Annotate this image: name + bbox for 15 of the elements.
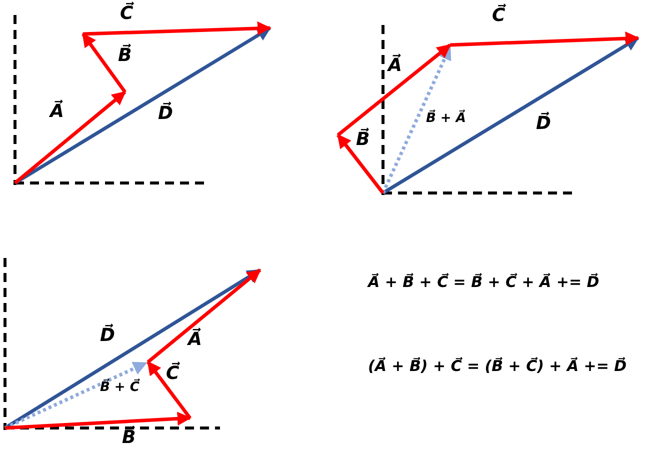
vector-label: A⃗ — [188, 330, 202, 350]
vector-label: C⃗ — [120, 4, 134, 24]
vector-label: B⃗ + A⃗ — [426, 112, 466, 126]
vector-label: A⃗ — [50, 102, 64, 122]
vector-label: C⃗ — [492, 6, 506, 26]
vector-label: D⃗ — [100, 326, 115, 346]
vector-label: B⃗ — [118, 46, 132, 66]
vector-label: A⃗ — [388, 56, 402, 76]
vector-label: D⃗ — [158, 104, 173, 124]
equation: (A⃗ + B⃗) + C⃗ = (B⃗ + C⃗) + A⃗ += D⃗ — [368, 358, 627, 374]
vector-label: D⃗ — [536, 114, 551, 134]
equation: A⃗ + B⃗ + C⃗ = B⃗ + C⃗ + A⃗ += D⃗ — [368, 274, 600, 290]
vector-label: B⃗ + C⃗ — [100, 381, 140, 396]
vector-label: B⃗ — [356, 130, 370, 150]
vector-label: C⃗ — [166, 364, 180, 384]
